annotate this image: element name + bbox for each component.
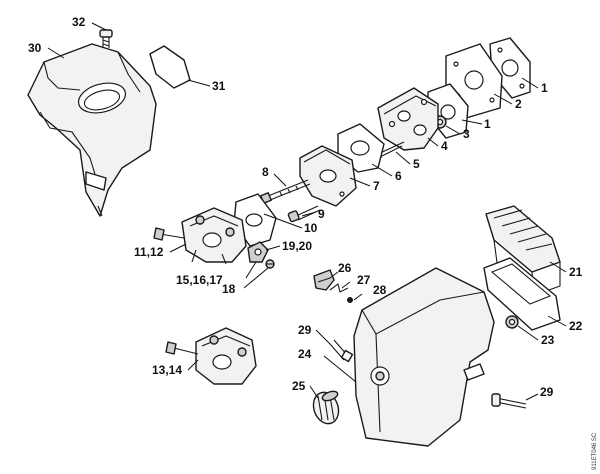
screw-part-32 — [99, 29, 113, 48]
clip-part-26 — [313, 269, 335, 291]
callout-23: 23 — [541, 333, 555, 347]
pin-part-29-left — [329, 339, 354, 363]
screw-part-28 — [347, 297, 353, 303]
callout-26: 26 — [338, 261, 352, 275]
spacer-block-part-7 — [299, 145, 357, 207]
callout-11-12: 11,12 — [134, 245, 164, 259]
callout-2: 2 — [515, 97, 522, 111]
leader-lines — [47, 22, 567, 401]
shroud-cover-part-30 — [27, 43, 157, 217]
carburetor-part-13-14 — [165, 327, 257, 385]
carburetor-part-11-12 — [153, 207, 247, 265]
callout-labels: 32 30 31 1 2 1 3 4 5 6 7 8 9 10 11,12 19… — [28, 15, 583, 399]
callout-29-left: 29 — [298, 323, 312, 337]
callout-9: 9 — [318, 207, 325, 221]
bracket-part-19-20 — [247, 241, 269, 263]
callout-7: 7 — [373, 179, 380, 193]
bolt-part-29-right — [491, 393, 527, 409]
callout-22: 22 — [569, 319, 583, 333]
callout-24: 24 — [298, 347, 312, 361]
manifold-part-4 — [377, 87, 439, 151]
callout-1-top: 1 — [541, 81, 548, 95]
nut-part-23 — [505, 315, 519, 329]
callout-1-lower: 1 — [484, 117, 491, 131]
gasket-sheet-part-31 — [149, 45, 191, 89]
knob-part-25 — [312, 390, 340, 425]
screw-part-18 — [265, 259, 275, 269]
callout-6: 6 — [395, 169, 402, 183]
callout-8: 8 — [262, 165, 269, 179]
housing-cover-part-24 — [353, 267, 495, 447]
callout-19-20: 19,20 — [282, 239, 312, 253]
callout-4: 4 — [441, 139, 448, 153]
callout-21: 21 — [569, 265, 583, 279]
filter-base-part-22 — [483, 257, 561, 331]
callout-31: 31 — [212, 79, 226, 93]
callout-15-16-17: 15,16,17 — [176, 273, 223, 287]
callout-5: 5 — [413, 157, 420, 171]
callout-28: 28 — [373, 283, 387, 297]
callout-10: 10 — [304, 221, 318, 235]
callout-29-right: 29 — [540, 385, 554, 399]
callout-25: 25 — [292, 379, 306, 393]
long-bolt-part-8 — [260, 179, 311, 204]
callout-13-14: 13,14 — [152, 363, 182, 377]
document-reference: 911ET046 SC — [592, 432, 598, 470]
callout-18: 18 — [222, 282, 236, 296]
callout-32: 32 — [72, 15, 86, 29]
callout-3: 3 — [463, 127, 470, 141]
screw-part-9 — [287, 205, 321, 223]
spring-part-27 — [329, 283, 349, 293]
callout-30: 30 — [28, 41, 42, 55]
callout-27: 27 — [357, 273, 371, 287]
